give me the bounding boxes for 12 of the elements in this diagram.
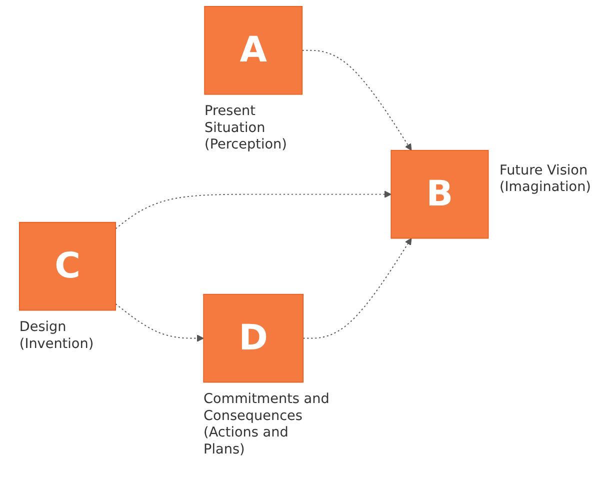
node-caption: Design (Invention) [18,319,94,352]
arrow [114,303,204,342]
arrow [114,190,391,230]
node-box: A [204,6,302,95]
node-caption: Future Vision (Imagination) [499,162,590,196]
arrow [301,50,412,151]
node-box: D [202,294,304,383]
node-caption: Commitments and Consequences (Actions and Plans) [203,391,329,458]
node-box: C [18,222,116,311]
arrow [302,238,412,339]
node-box: B [390,150,488,239]
node-caption: Present Situation (Perception) [204,103,286,153]
